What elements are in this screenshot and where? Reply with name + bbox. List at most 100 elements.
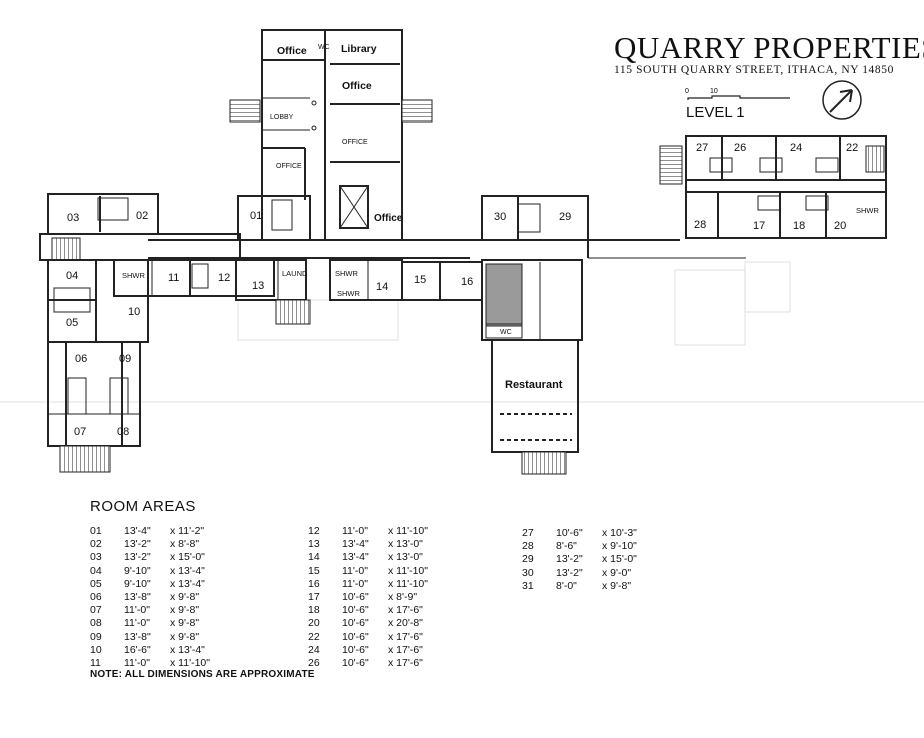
room-width: x 9'-0"	[602, 566, 632, 579]
room-width: x 15'-0"	[170, 551, 205, 564]
room-length: 11'-0"	[342, 564, 368, 577]
room-22: 22	[846, 142, 858, 154]
room-length: 13'-2"	[556, 566, 583, 579]
room-20: 20	[834, 220, 846, 232]
room-17: 17	[753, 220, 765, 232]
room-02: 02	[136, 210, 148, 222]
room-width: x 13'-4"	[170, 643, 205, 656]
lobby-columns	[311, 100, 317, 131]
room-03: 03	[67, 212, 79, 224]
room-width: x 8'-8"	[170, 538, 200, 551]
room-05: 05	[66, 317, 78, 329]
room-13: 13	[252, 280, 264, 292]
room-11: 11	[168, 272, 179, 284]
room-width: x 13'-0"	[388, 551, 423, 564]
room-width: x 13'-0"	[388, 538, 423, 551]
room-area-row: 18 10'-6" x 17'-6"	[308, 604, 428, 617]
room-26: 26	[734, 142, 746, 154]
room-14: 14	[376, 281, 388, 293]
room-length: 10'-6"	[342, 617, 369, 630]
room-number: 03	[90, 551, 102, 564]
room-width: x 9'-8"	[170, 630, 200, 643]
room-15: 15	[414, 274, 426, 286]
room-length: 10'-6"	[342, 604, 369, 617]
room-number: 15	[308, 564, 320, 577]
restaurant-label: Restaurant	[505, 379, 563, 391]
room-number: 09	[90, 630, 102, 643]
room-length: 8'-6"	[556, 540, 577, 553]
room-width: x 15'-0"	[602, 553, 637, 566]
room-width: x 11'-10"	[388, 577, 428, 590]
room-number: 10	[90, 643, 102, 656]
lobby-label: LOBBY	[270, 114, 294, 121]
room-number: 28	[522, 540, 534, 553]
room-length: 13'-8"	[124, 591, 151, 604]
room-length: 10'-6"	[342, 591, 369, 604]
space-labels: Office Library WC Office LOBBY OFFICE OF…	[122, 43, 879, 391]
room-labels: 03 02 04 05 06 09 07 08 10 11 12 01 13 1…	[66, 142, 858, 438]
room-width: x 9'-8"	[602, 579, 632, 592]
room-number: 18	[308, 604, 320, 617]
room-06: 06	[75, 353, 87, 365]
shwr-label-4: SHWR	[856, 206, 879, 215]
room-number: 07	[90, 604, 102, 617]
room-12: 12	[218, 272, 230, 284]
room-length: 13'-8"	[124, 630, 151, 643]
room-number: 06	[90, 591, 102, 604]
office-label-3: Office	[374, 213, 403, 224]
room-width: x 11'-10"	[170, 657, 210, 670]
room-18: 18	[793, 220, 805, 232]
room-29: 29	[559, 211, 571, 223]
room-number: 13	[308, 538, 320, 551]
room-number: 16	[308, 577, 320, 590]
room-area-row: 31 8'-0" x 9'-8"	[522, 580, 637, 593]
room-width: x 8'-9"	[388, 591, 418, 604]
room-width: x 20'-8"	[388, 617, 423, 630]
office-label-2: Office	[342, 80, 372, 92]
room-number: 26	[308, 657, 320, 670]
room-number: 31	[522, 579, 534, 592]
room-length: 11'-0"	[124, 604, 150, 617]
brand-block: QUARRY PROPERTIES 115 SOUTH QUARRY STREE…	[614, 30, 924, 76]
level-label: LEVEL 1	[686, 104, 745, 121]
library-label: Library	[341, 43, 377, 55]
building-walls	[39, 29, 887, 475]
room-length: 10'-6"	[342, 657, 369, 670]
north-arrow-icon	[822, 80, 862, 120]
room-length: 10'-6"	[342, 643, 369, 656]
office-label-1: Office	[277, 45, 307, 57]
shwr-label-3: SHWR	[122, 271, 145, 280]
room-length: 13'-4"	[342, 551, 369, 564]
room-width: x 17'-6"	[388, 604, 423, 617]
room-width: x 17'-6"	[388, 630, 423, 643]
room-number: 05	[90, 577, 102, 590]
room-length: 13'-2"	[124, 538, 151, 551]
room-length: 8'-0"	[556, 579, 577, 592]
room-areas-title: ROOM AREAS	[90, 498, 196, 515]
room-number: 29	[522, 553, 534, 566]
room-27: 27	[696, 142, 708, 154]
room-length: 10'-6"	[556, 527, 583, 539]
room-width: x 11'-10"	[388, 525, 428, 537]
room-length: 9'-10"	[124, 577, 151, 590]
laund-label: LAUND	[282, 269, 308, 278]
room-28: 28	[694, 219, 706, 231]
room-length: 10'-6"	[342, 630, 369, 643]
